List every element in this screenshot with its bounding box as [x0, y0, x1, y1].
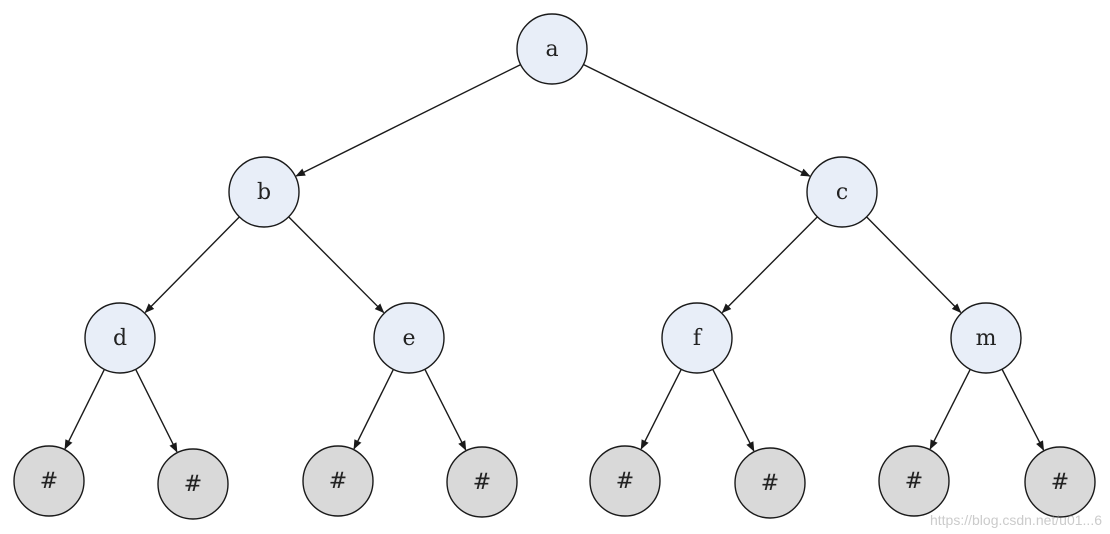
edge-a-to-c — [583, 63, 811, 177]
edge-f-to-n6 — [712, 368, 755, 452]
tree-node-b: b — [228, 156, 300, 228]
nodes-layer: a b c d e f m # # # # # # # # — [13, 13, 1096, 520]
node-circle — [13, 445, 85, 517]
node-label: # — [473, 470, 491, 495]
node-circle — [878, 445, 950, 517]
edge-d-to-n1 — [64, 369, 106, 450]
node-circle — [84, 302, 156, 374]
node-label: # — [616, 469, 634, 494]
edge-b-to-e — [288, 216, 385, 314]
edge-a-to-b — [295, 63, 521, 177]
node-circle — [1024, 446, 1096, 518]
null-node-n4: # — [446, 446, 518, 518]
tree-node-e: e — [373, 302, 445, 374]
null-node-n3: # — [302, 445, 374, 517]
node-circle — [661, 302, 733, 374]
node-circle — [157, 448, 229, 520]
node-circle — [734, 447, 806, 519]
edge-c-to-f — [721, 216, 818, 314]
node-label: e — [402, 326, 415, 351]
node-circle — [302, 445, 374, 517]
null-node-n6: # — [734, 447, 806, 519]
node-label: # — [1051, 470, 1069, 495]
edge-f-to-n5 — [640, 368, 682, 450]
edge-d-to-n2 — [135, 368, 178, 453]
tree-node-f: f — [661, 302, 733, 374]
node-label: m — [976, 326, 997, 351]
node-label: b — [257, 180, 271, 205]
tree-node-m: m — [950, 302, 1022, 374]
tree-node-d: d — [84, 302, 156, 374]
node-label: # — [761, 471, 779, 496]
edges-layer — [64, 63, 1045, 453]
node-circle — [589, 445, 661, 517]
edge-m-to-n7 — [929, 368, 971, 450]
null-node-n5: # — [589, 445, 661, 517]
null-node-n7: # — [878, 445, 950, 517]
edge-c-to-m — [866, 216, 962, 314]
node-circle — [806, 156, 878, 228]
edge-e-to-n4 — [424, 368, 467, 451]
node-label: # — [184, 472, 202, 497]
node-circle — [228, 156, 300, 228]
watermark-url: https://blog.csdn.net/u01...6 — [929, 512, 1102, 528]
node-label: c — [836, 180, 848, 205]
null-node-n1: # — [13, 445, 85, 517]
edge-b-to-d — [144, 216, 240, 314]
node-label: d — [113, 326, 127, 351]
null-node-n8: # — [1024, 446, 1096, 518]
tree-node-c: c — [806, 156, 878, 228]
tree-node-a: a — [516, 13, 588, 85]
node-label: # — [905, 469, 923, 494]
edge-e-to-n3 — [353, 369, 395, 450]
node-circle — [373, 302, 445, 374]
node-label: a — [545, 37, 558, 62]
null-node-n2: # — [157, 448, 229, 520]
node-label: # — [329, 469, 347, 494]
node-label: f — [693, 326, 703, 351]
node-circle — [950, 302, 1022, 374]
edge-m-to-n8 — [1001, 368, 1045, 451]
node-label: # — [40, 469, 58, 494]
node-circle — [446, 446, 518, 518]
node-circle — [516, 13, 588, 85]
